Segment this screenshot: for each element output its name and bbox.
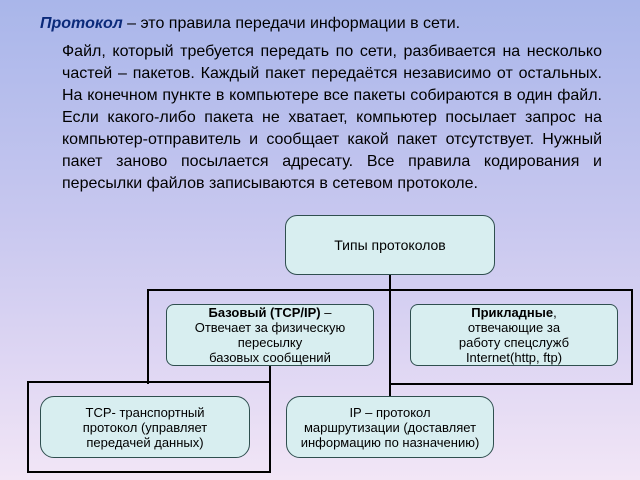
node-tcp-line1: TCP- транспортный [85,404,205,420]
connector-level2-bracket [147,289,633,385]
node-applied-title: Прикладные [471,305,554,320]
node-protocol-types-label: Типы протоколов [334,236,446,253]
node-base-line1: Отвечает за физическую [194,320,346,335]
node-applied-title-suffix: , [553,305,557,320]
node-base-title-line: Базовый (TCP/IP) – [209,305,332,320]
description-paragraph: Файл, который требуется передать по сети… [62,43,602,192]
node-applied-line1: отвечающие за [467,320,561,335]
node-base-title-suffix: – [320,305,332,320]
node-ip-line2: маршрутизации (доставляет [303,419,477,435]
node-applied-line3: Internet(http, ftp) [465,350,563,365]
node-ip-line1: IP – протокол [349,404,431,420]
connector-level3-bracket [27,381,271,473]
node-base-line3: базовых сообщений [209,350,331,365]
node-ip: IP – протокол маршрутизации (доставляет … [286,396,494,458]
node-protocol-types: Типы протоколов [285,215,495,275]
term-protocol: Протокол [40,15,123,32]
node-applied-line2: работу спецслужб [458,335,570,350]
definition-heading: Протокол – это правила передачи информац… [40,14,620,34]
node-applied-protocols: Прикладные, отвечающие за работу спецслу… [410,304,618,366]
node-tcp-line2: протокол (управляет [82,419,208,435]
node-base-protocol: Базовый (TCP/IP) – Отвечает за физическу… [166,304,374,366]
node-applied-title-line: Прикладные, [471,305,557,320]
node-ip-line3: информацию по назначению) [300,434,480,450]
node-base-title: Базовый (TCP/IP) [208,305,321,320]
node-tcp: TCP- транспортный протокол (управляет пе… [40,396,250,458]
definition-text: – это правила передачи информации в сети… [122,15,461,32]
node-tcp-line3: передачей данных) [86,434,204,450]
node-base-line2: пересылку [237,335,303,350]
